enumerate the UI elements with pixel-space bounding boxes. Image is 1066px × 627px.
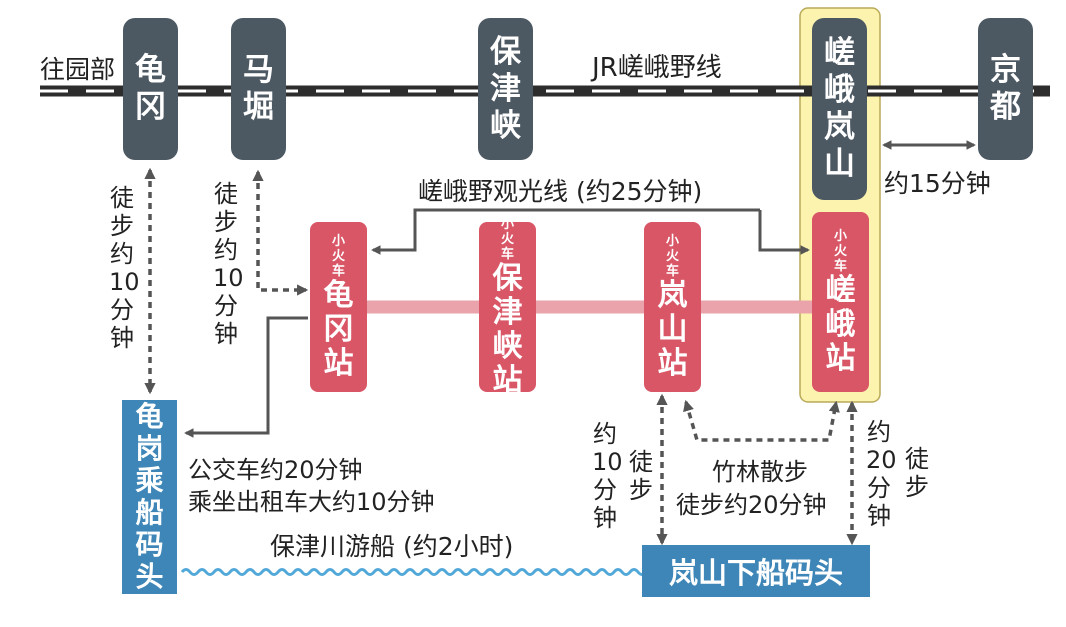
umahori-walk-arrow: [252, 169, 309, 296]
kameoka-walk-label: 徒步约10分钟: [109, 184, 140, 352]
jr-station-kameoka: 龟冈: [123, 18, 178, 160]
jr-station-umahori: 马堀: [231, 18, 286, 160]
saga-walk-label: 徒步: [905, 445, 929, 501]
bamboo-walk-arrow: [683, 399, 840, 442]
torokko-station-kameoka-label: 龟冈站: [323, 277, 354, 381]
jr-station-saga-arashiyama: 嵯峨岚山: [812, 18, 867, 200]
jr-station-hozukyo: 保津峡: [478, 18, 533, 160]
torokko-station-arashiyama: 小火车 岚山站: [644, 222, 701, 392]
direction-label: 往园部: [40, 55, 116, 84]
torokko-station-saga-label: 嵯峨站: [825, 272, 856, 376]
river-wave: [180, 568, 648, 576]
pier-kameoka-label: 龟岗乘船码头: [135, 400, 164, 593]
saga-time-label: 约20分钟: [866, 418, 897, 530]
bus-taxi-arrow: [184, 316, 308, 438]
jr-station-umahori-label: 马堀: [243, 52, 274, 125]
bamboo-time-label: 徒步约20分钟: [676, 491, 827, 519]
torokko-station-saga: 小火车 嵯峨站: [812, 212, 869, 392]
torokko-prefix: 小火车: [331, 233, 345, 279]
torokko-prefix: 小火车: [665, 233, 679, 279]
torokko-station-arashiyama-label: 岚山站: [657, 277, 688, 381]
arashiyama-walk-label: 徒步: [629, 448, 653, 504]
pier-arashiyama: 岚山下船码头: [642, 545, 870, 597]
torokko-route-right: [758, 210, 810, 255]
jr-station-kameoka-label: 龟冈: [135, 52, 166, 125]
jr-station-kyoto: 京都: [978, 18, 1033, 160]
torokko-station-hozukyo: 小火车 保津峡站: [479, 217, 536, 397]
jr-station-kyoto-label: 京都: [990, 52, 1021, 125]
torokko-station-kameoka: 小火车 龟冈站: [310, 222, 367, 392]
taxi-label: 乘坐出租车大约10分钟: [188, 488, 435, 516]
bus-label: 公交车约20分钟: [188, 456, 363, 484]
umahori-walk-label: 徒步约10分钟: [213, 180, 244, 348]
arashiyama-time-label: 约10分钟: [592, 420, 623, 532]
torokko-prefix: 小火车: [500, 216, 514, 262]
torokko-line-name: 嵯峨野观光线 (约25分钟): [418, 177, 703, 206]
bamboo-title-label: 竹林散步: [712, 458, 808, 486]
torokko-prefix: 小火车: [833, 228, 847, 274]
kyoto-time-label: 约15分钟: [884, 169, 991, 198]
pier-kameoka: 龟岗乘船码头: [122, 400, 177, 594]
torokko-station-hozukyo-label: 保津峡站: [492, 260, 523, 398]
jr-line-name: JR嵯峨野线: [592, 53, 722, 83]
boat-label: 保津川游船 (约2小时): [270, 532, 514, 561]
jr-station-hozukyo-label: 保津峡: [490, 33, 521, 144]
torokko-route-left: [371, 208, 760, 255]
pier-arashiyama-label: 岚山下船码头: [668, 556, 843, 590]
jr-station-saga-arashiyama-label: 嵯峨岚山: [824, 35, 855, 182]
